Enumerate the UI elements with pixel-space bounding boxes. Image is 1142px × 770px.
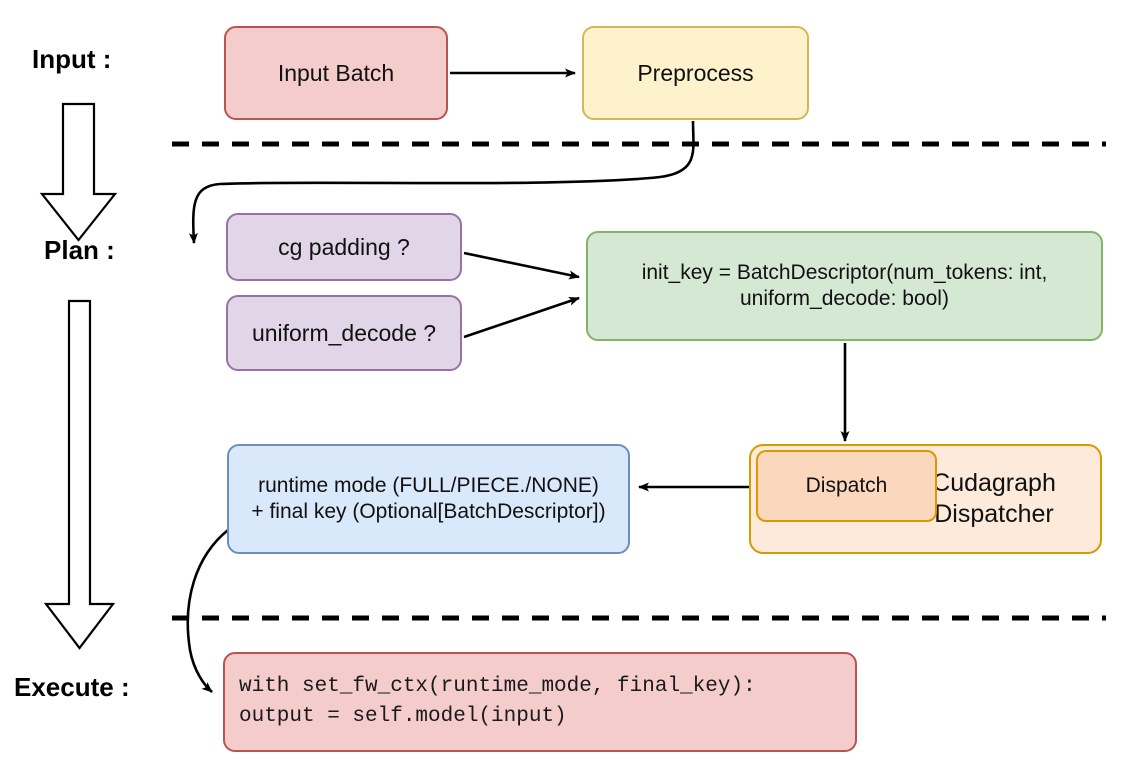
node-init-key[interactable]: init_key = BatchDescriptor(num_tokens: i… [586,231,1103,341]
node-cg-padding[interactable]: cg padding ? [226,213,462,281]
edge-uniform-decode-to-init-key [463,296,580,339]
edge-cg-padding-to-init-key [463,251,580,280]
cudagraph-dispatcher-label: Cudagraph Dispatcher [932,468,1056,528]
input-to-plan-block-arrow [39,102,118,242]
stage-label-input: Input : [32,44,112,74]
node-runtime-mode[interactable]: runtime mode (FULL/PIECE./NONE) + final … [227,444,630,554]
edge-preprocess-to-cg-padding [188,120,695,244]
edge-runtime-mode-to-exec-code [186,528,229,693]
node-execute-code[interactable]: with set_fw_ctx(runtime_mode, final_key)… [223,652,857,752]
plan-to-execute-block-arrow [43,299,116,650]
stage-label-plan: Plan : [44,235,115,265]
node-dispatch[interactable]: Dispatch [756,450,937,522]
stage-label-execute: Execute : [14,672,130,702]
node-input-batch[interactable]: Input Batch [224,26,448,120]
node-preprocess[interactable]: Preprocess [582,26,809,120]
node-uniform-decode[interactable]: uniform_decode ? [226,295,462,371]
